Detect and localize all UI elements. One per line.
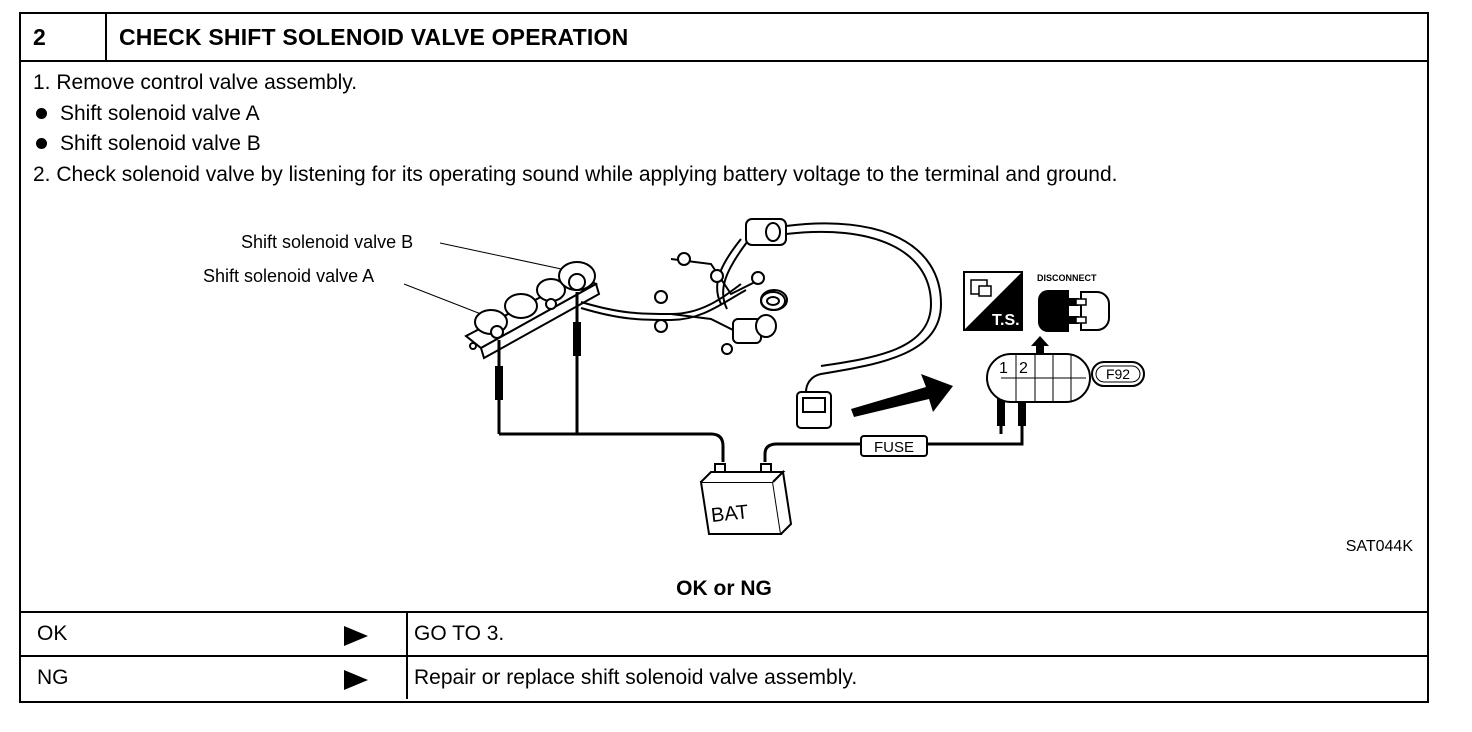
figure-code: SAT044K bbox=[1346, 538, 1414, 555]
probe-tip-a bbox=[495, 366, 503, 400]
probe-tip-2 bbox=[1018, 396, 1026, 426]
disconnect-icon bbox=[1038, 290, 1110, 332]
connector-id-badge-inner bbox=[1095, 365, 1141, 383]
result-heading: OK or NG bbox=[676, 577, 772, 600]
ts-icon: T.S. bbox=[963, 271, 1023, 331]
battery-icon bbox=[699, 463, 793, 535]
bullet-text: Shift solenoid valve A bbox=[60, 101, 260, 125]
battery-label: BAT bbox=[710, 501, 750, 527]
result-action: Repair or replace shift solenoid valve a… bbox=[406, 657, 1414, 699]
instruction-bullet-b: Shift solenoid valve B bbox=[33, 129, 1117, 160]
leader-line-a bbox=[403, 283, 482, 315]
arrow-right-icon bbox=[344, 670, 368, 690]
probe-tip-1 bbox=[997, 396, 1005, 426]
result-condition: NG bbox=[37, 666, 69, 689]
terminal-1-label: 1 bbox=[999, 360, 1008, 377]
terminal-2-label: 2 bbox=[1019, 360, 1028, 377]
callout-valve-a: Shift solenoid valve A bbox=[203, 266, 374, 286]
probe-tip-b bbox=[573, 322, 581, 356]
instruction-step-2: 2. Check solenoid valve by listening for… bbox=[33, 162, 1118, 186]
result-action: GO TO 3. bbox=[406, 613, 1414, 655]
callout-valve-b: Shift solenoid valve B bbox=[241, 232, 413, 252]
connector-face-icon bbox=[986, 353, 1091, 403]
arrow-right-icon bbox=[344, 626, 368, 646]
instruction-list: 1. Remove control valve assembly. Shift … bbox=[33, 68, 1117, 190]
step-number: 2 bbox=[21, 14, 107, 60]
bullet-text: Shift solenoid valve B bbox=[60, 132, 261, 155]
solenoid-test-diagram: Shift solenoid valve B Shift solenoid va… bbox=[203, 218, 1414, 555]
connector-id-label: F92 bbox=[1106, 366, 1130, 382]
fuse-label: FUSE bbox=[874, 439, 914, 456]
solenoid-valve-assembly-illustration bbox=[464, 261, 601, 360]
fuse-icon bbox=[860, 435, 928, 457]
direction-arrow-icon bbox=[851, 374, 953, 417]
result-condition: OK bbox=[37, 622, 68, 645]
leader-line-b bbox=[439, 242, 567, 271]
disconnect-label: DISCONNECT bbox=[1037, 273, 1097, 283]
instruction-bullet-a: Shift solenoid valve A bbox=[33, 99, 1117, 130]
ts-label: T.S. bbox=[992, 312, 1020, 329]
step-title: CHECK SHIFT SOLENOID VALVE OPERATION bbox=[119, 24, 629, 50]
instruction-step-1: 1. Remove control valve assembly. bbox=[33, 71, 358, 94]
wiring-harness-illustration bbox=[580, 218, 943, 429]
result-row-ng: NG Repair or replace shift solenoid valv… bbox=[21, 655, 1427, 699]
result-row-ok: OK GO TO 3. bbox=[21, 611, 1427, 655]
procedure-table: 2 CHECK SHIFT SOLENOID VALVE OPERATION 1… bbox=[19, 12, 1429, 703]
bullet-icon bbox=[36, 138, 47, 150]
step-header: 2 CHECK SHIFT SOLENOID VALVE OPERATION bbox=[21, 14, 1427, 62]
gasket-ring-icon bbox=[760, 289, 788, 311]
bullet-icon bbox=[36, 107, 47, 119]
connector-pointer-icon bbox=[1031, 336, 1049, 354]
